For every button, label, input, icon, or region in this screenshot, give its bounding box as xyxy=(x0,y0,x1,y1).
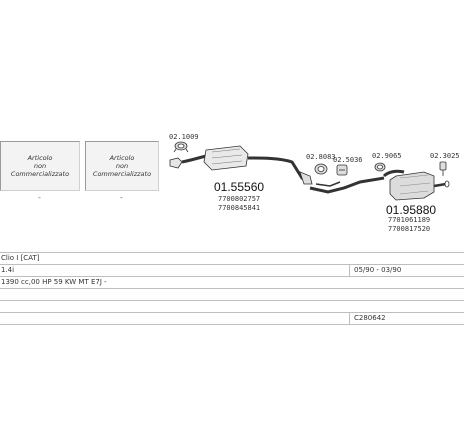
box-left-line1: Articolo xyxy=(27,154,53,162)
clamp-mid-part[interactable] xyxy=(336,164,348,176)
gasket-part[interactable] xyxy=(314,163,328,175)
box-right-line2: non xyxy=(115,162,129,170)
intermediate-pipe-part[interactable] xyxy=(309,176,385,194)
table-divider xyxy=(349,312,350,324)
box-right-dash: - xyxy=(120,193,123,202)
vehicle-model: Clio I [CAT] xyxy=(1,254,40,262)
label-rear-silencer-ref2: 7700817520 xyxy=(388,225,430,233)
label-clamp-small: 02.1009 xyxy=(169,133,199,141)
hanger-part[interactable] xyxy=(439,161,447,176)
clamp-small-part[interactable] xyxy=(173,141,189,153)
table-rule xyxy=(0,300,464,301)
label-gasket: 02.8083 xyxy=(306,153,336,161)
kit-code: C280642 xyxy=(354,314,386,322)
label-clamp-rear: 02.9065 xyxy=(372,152,402,160)
table-rule xyxy=(0,264,464,265)
label-clamp-mid: 02.5036 xyxy=(333,156,363,164)
table-rule xyxy=(0,252,464,253)
clamp-rear-part[interactable] xyxy=(374,162,386,172)
box-right-line3: Commercializzato xyxy=(92,170,152,178)
box-right-line1: Articolo xyxy=(109,154,135,162)
table-rule xyxy=(0,312,464,313)
label-hanger: 02.3025 xyxy=(430,152,460,160)
vehicle-spec: 1390 cc,00 HP 59 KW MT E7J - xyxy=(1,278,107,286)
label-rear-silencer: 01.95880 xyxy=(386,203,436,217)
table-rule xyxy=(0,288,464,289)
vehicle-years: 05/90 - 03/90 xyxy=(354,266,402,274)
table-divider xyxy=(349,264,350,276)
not-commercialized-box-right: Articolo non Commercializzato xyxy=(85,141,159,191)
box-left-dash: - xyxy=(38,193,41,202)
rear-silencer-part[interactable] xyxy=(382,169,450,201)
table-rule xyxy=(0,324,464,325)
front-pipe-part[interactable] xyxy=(169,145,313,185)
not-commercialized-box-left: Articolo non Commercializzato xyxy=(0,141,80,191)
vehicle-engine: 1.4i xyxy=(1,266,15,274)
label-front-pipe-ref1: 7700802757 xyxy=(218,195,260,203)
exhaust-diagram: 02.1009 01.55560 7700802757 7700845841 0… xyxy=(169,133,460,233)
table-rule xyxy=(0,276,464,277)
box-left-line3: Commercializzato xyxy=(10,170,70,178)
label-rear-silencer-ref1: 7701061189 xyxy=(388,216,430,224)
label-front-pipe: 01.55560 xyxy=(214,180,264,194)
box-left-line2: non xyxy=(33,162,47,170)
label-front-pipe-ref2: 7700845841 xyxy=(218,204,260,212)
